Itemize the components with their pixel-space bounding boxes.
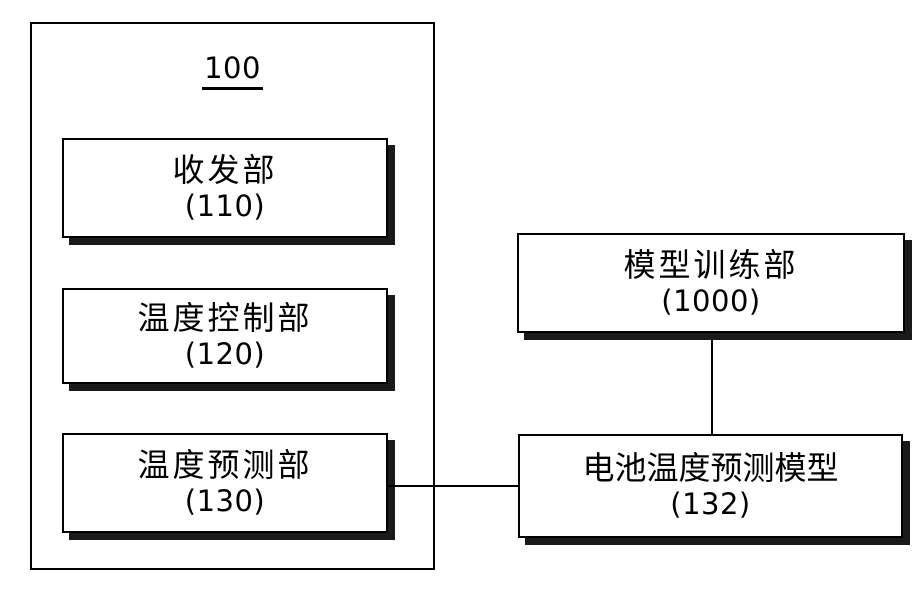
module-ref-1000: (1000) — [661, 283, 761, 318]
module-box-110[interactable]: 收发部 (110) — [62, 138, 388, 238]
connector-line-1000-to-132 — [711, 340, 713, 436]
module-title-110: 收发部 — [172, 150, 278, 189]
module-title-1000: 模型训练部 — [623, 245, 799, 284]
module-title-130: 温度预测部 — [137, 445, 313, 484]
module-ref-120: (120) — [184, 336, 266, 371]
module-ref-110: (110) — [184, 188, 266, 223]
system-reference-number: 100 — [202, 54, 263, 90]
module-box-120[interactable]: 温度控制部 (120) — [62, 288, 388, 384]
system-reference-label: 100 — [32, 54, 433, 90]
module-box-1000[interactable]: 模型训练部 (1000) — [517, 233, 905, 333]
module-ref-130: (130) — [184, 483, 266, 518]
module-title-132: 电池温度预测模型 — [582, 448, 839, 487]
module-ref-132: (132) — [670, 486, 751, 521]
module-title-120: 温度控制部 — [137, 298, 313, 337]
system-container-100: 100 — [30, 22, 435, 570]
module-box-130[interactable]: 温度预测部 (130) — [62, 433, 388, 533]
module-box-132[interactable]: 电池温度预测模型 (132) — [518, 434, 903, 538]
connector-line-130-to-132 — [388, 485, 520, 487]
